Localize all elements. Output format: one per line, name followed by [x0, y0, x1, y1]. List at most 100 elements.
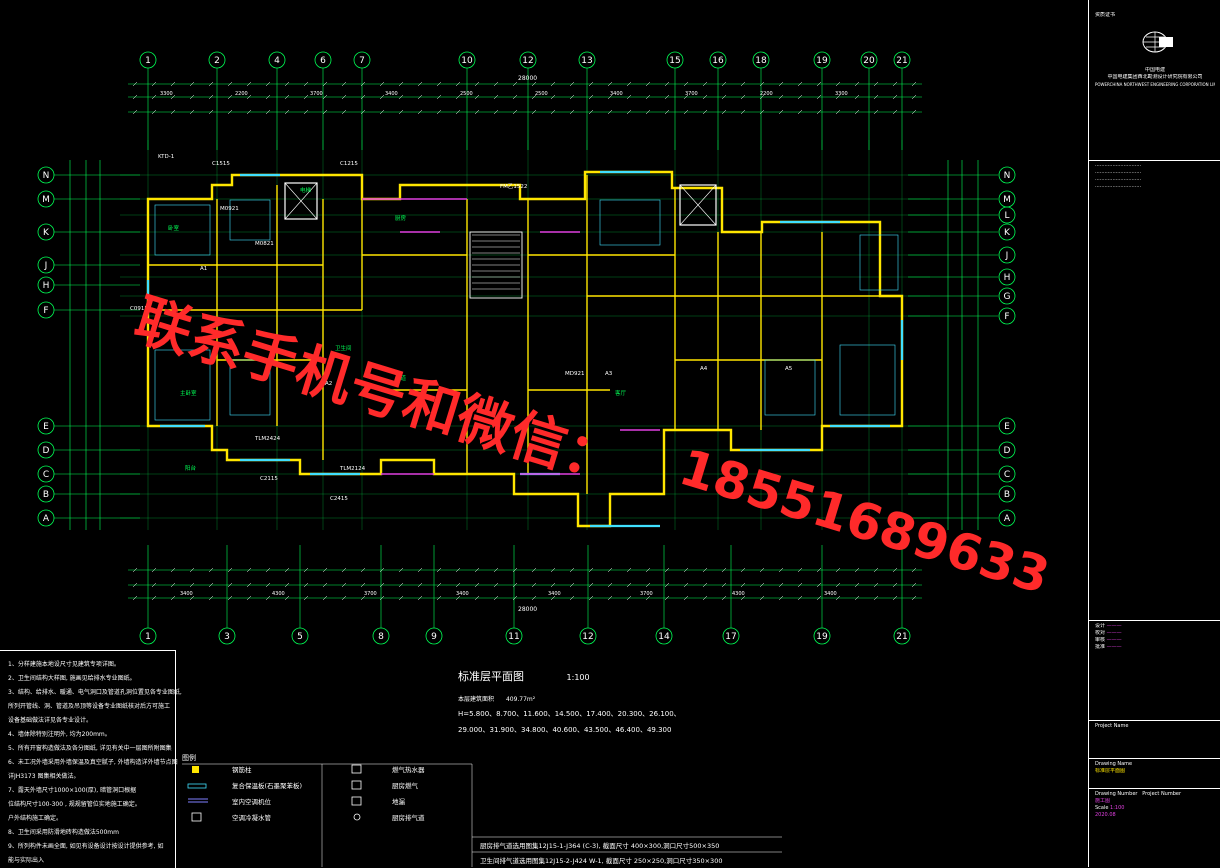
axis-bubble: [291, 627, 309, 645]
dimension-tick: [417, 109, 423, 115]
axis-bubble: [37, 509, 55, 527]
note-line: 1、分样建施本地设尺寸见建筑专项详图。: [8, 661, 120, 668]
legend-symbol: [351, 764, 362, 774]
note-line: 9、所列构件未画全面, 如见有设备设计按设计提供参考, 如: [8, 843, 164, 850]
dimension-tick: [816, 567, 822, 573]
axis-label: J: [1005, 251, 1009, 261]
dimension-tick: [208, 582, 214, 588]
dimension-tick: [740, 81, 746, 87]
project-no-label: Project Number: [1142, 791, 1182, 797]
room-label: M0821: [255, 241, 274, 247]
dimension-tick: [303, 109, 309, 115]
axis-label: 14: [658, 632, 670, 642]
axis-bubble: [37, 276, 55, 294]
dimension-tick: [778, 567, 784, 573]
dimension-tick: [322, 567, 328, 573]
dimension-tick: [436, 567, 442, 573]
dimension-tick: [531, 567, 537, 573]
stair-well: [469, 231, 523, 299]
dimension-tick: [778, 595, 784, 601]
furniture-outline: [154, 349, 211, 421]
axis-label: F: [43, 306, 48, 316]
axis-bubble: [579, 627, 597, 645]
dimension-text: 4300: [732, 591, 745, 597]
axis-bubble: [578, 51, 596, 69]
dimension-tick: [626, 94, 632, 100]
dimension-tick: [303, 567, 309, 573]
company-name: 中国电建: [1144, 67, 1165, 73]
dimension-tick: [284, 567, 290, 573]
dimension-tick: [702, 595, 708, 601]
dimension-tick: [759, 582, 765, 588]
room-label: FM乙1522: [500, 183, 527, 190]
axis-bubble: [813, 627, 831, 645]
dimension-tick: [398, 94, 404, 100]
elevator-shaft: [679, 184, 717, 226]
dimension-tick: [664, 109, 670, 115]
dimension-tick: [455, 81, 461, 87]
dimension-tick: [645, 94, 651, 100]
dimension-tick: [778, 81, 784, 87]
axis-bubble: [353, 51, 371, 69]
note-line: 7、露天外墙尺寸1000×100(厚), 暗管洞口根据: [8, 787, 137, 794]
axis-bubble: [37, 190, 55, 208]
axis-label: 21: [896, 56, 907, 66]
dimension-tick: [322, 595, 328, 601]
dimension-tick: [797, 595, 803, 601]
dimension-tick: [284, 582, 290, 588]
legend-symbol: [192, 766, 199, 773]
dimension-tick: [816, 582, 822, 588]
legend-label: 空调冷凝水管: [232, 813, 272, 822]
dimension-tick: [170, 94, 176, 100]
dimension-tick: [721, 81, 727, 87]
dimension-tick: [645, 109, 651, 115]
dimension-tick: [607, 81, 613, 87]
dimension-tick: [759, 81, 765, 87]
axis-bubble: [722, 627, 740, 645]
floor-height-line-2: 29.000、31.900、34.800、40.600、43.500、46.40…: [458, 726, 672, 734]
dimension-tick: [379, 81, 385, 87]
title-block: 资质证书 中国电建 中国电建集团西北勘测设计研究院有限公司 POWERCHINA…: [1088, 0, 1220, 867]
area-value: 409.77m²: [505, 696, 536, 703]
axis-bubble: [314, 51, 332, 69]
dimension-tick: [455, 582, 461, 588]
dimension-tick: [816, 81, 822, 87]
room-label: 主卧室: [180, 389, 197, 397]
floor-height-line-1: H=5.800、8.700、11.600、14.500、17.400、20.30…: [458, 710, 681, 718]
dimension-tick: [417, 81, 423, 87]
axis-label: 20: [863, 56, 875, 66]
axis-bubble: [998, 307, 1016, 325]
furniture-outline: [229, 199, 271, 241]
dimension-tick: [360, 109, 366, 115]
dimension-tick: [493, 582, 499, 588]
dimension-tick: [474, 595, 480, 601]
dimension-tick: [626, 567, 632, 573]
axis-bubble: [208, 51, 226, 69]
dimension-tick: [170, 567, 176, 573]
dimension-tick: [683, 595, 689, 601]
dimension-tick: [170, 109, 176, 115]
dimension-tick: [493, 94, 499, 100]
note-line: 设备基础做法详见各专业设计。: [8, 717, 93, 724]
dimension-tick: [797, 109, 803, 115]
axis-label: A: [1004, 514, 1011, 524]
legend-label: 燃气热水器: [392, 765, 425, 774]
dimension-tick: [436, 81, 442, 87]
dimension-tick: [569, 81, 575, 87]
dimension-tick: [512, 582, 518, 588]
dimension-tick: [474, 94, 480, 100]
dimension-tick: [265, 81, 271, 87]
project-label: Project Name: [1095, 723, 1129, 729]
dimension-tick: [246, 582, 252, 588]
dimension-tick: [911, 81, 917, 87]
axis-label: 19: [816, 632, 828, 642]
room-label: KTD-1: [158, 154, 174, 160]
dimension-tick: [740, 595, 746, 601]
dimension-tick: [493, 81, 499, 87]
axis-label: 21: [896, 632, 907, 642]
dimension-tick: [854, 94, 860, 100]
dimension-tick: [455, 109, 461, 115]
dimension-text: 2500: [535, 91, 548, 97]
